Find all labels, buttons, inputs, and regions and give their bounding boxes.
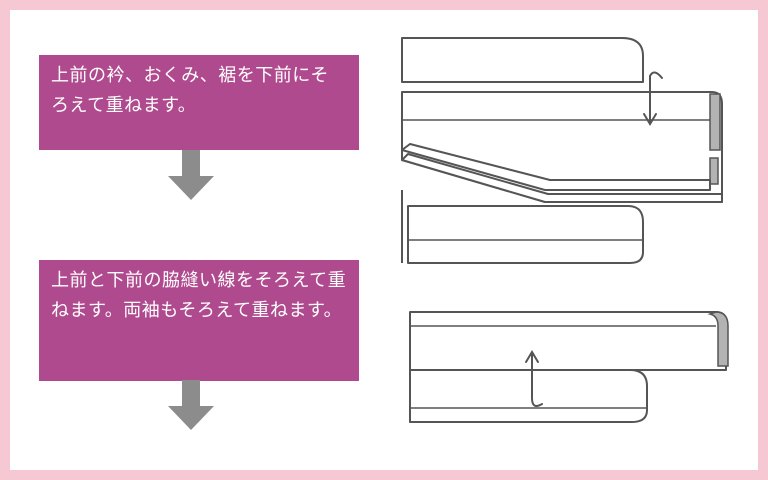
step-1-instruction: 上前の衿、おくみ、裾を下前にそろえて重ねます。 — [39, 55, 359, 150]
down-arrow-icon — [168, 380, 214, 430]
back-panel-bottom — [407, 205, 644, 264]
step-1-text: 上前の衿、おくみ、裾を下前にそろえて重ねます。 — [51, 65, 329, 116]
fold-shade — [707, 311, 729, 367]
step-2-text: 上前と下前の脇縫い線をそろえて重ねます。両袖もそろえて重ねます。 — [51, 270, 347, 321]
body-panel — [409, 311, 727, 371]
content-panel: 上前の衿、おくみ、裾を下前にそろえて重ねます。 上前と下前の脇縫い線をそろえて重… — [10, 10, 758, 470]
sleeve-panel — [409, 369, 648, 423]
kimono-fold-illustration-2 — [409, 311, 729, 423]
back-panel-top — [401, 37, 644, 83]
fold-shade — [709, 93, 721, 151]
fold-up-arrow-icon — [525, 350, 543, 407]
kimono-fold-illustration-1 — [401, 37, 723, 264]
step-2-instruction: 上前と下前の脇縫い線をそろえて重ねます。両袖もそろえて重ねます。 — [39, 260, 359, 381]
fold-down-arrow-icon — [643, 71, 663, 126]
collar-strip — [401, 143, 711, 191]
down-arrow-icon — [168, 150, 214, 200]
